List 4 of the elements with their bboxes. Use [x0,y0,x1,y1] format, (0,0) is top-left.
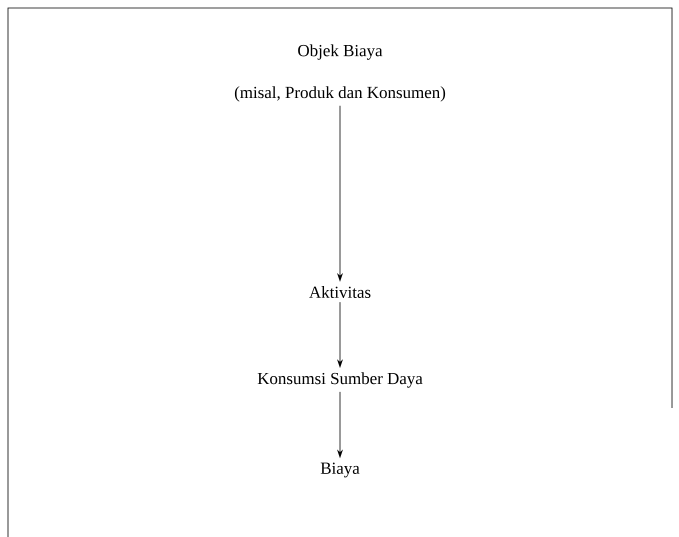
node-text: Konsumsi Sumber Daya [258,372,423,388]
node-text: Biaya [320,462,360,478]
node-text: Objek Biaya (misal, Produk dan Konsumen) [234,44,446,102]
node-text: Aktivitas [309,286,370,298]
